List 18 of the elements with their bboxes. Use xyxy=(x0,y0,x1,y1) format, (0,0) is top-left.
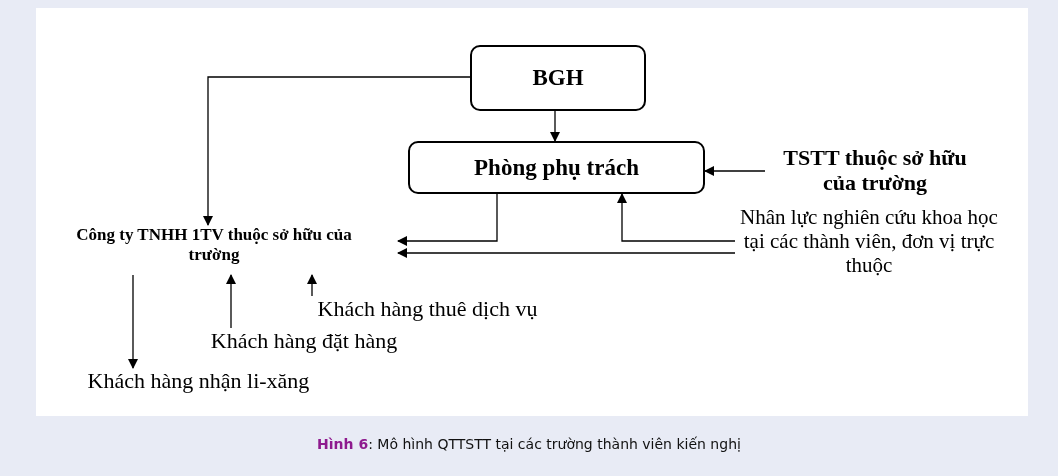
arrow xyxy=(226,274,236,329)
arrow xyxy=(203,76,471,226)
node-text: Nhân lực nghiên cứu khoa học tại các thành viên, đơn vị trực thuộc xyxy=(735,205,1003,301)
arrow xyxy=(617,193,736,242)
process-box: Phòng phụ trách xyxy=(408,141,705,194)
node-text: Khách hàng đặt hàng xyxy=(184,328,424,358)
process-box: BGH xyxy=(470,45,646,111)
figure-caption: Hình 6: Mô hình QTTSTT tại các trường thành viên kiến nghị xyxy=(316,436,742,452)
arrow xyxy=(397,193,498,246)
arrow xyxy=(397,248,736,258)
arrow xyxy=(128,274,138,369)
arrow xyxy=(307,274,317,297)
arrow xyxy=(704,166,766,176)
node-text: TSTT thuộc sở hữu của trường xyxy=(765,145,985,197)
node-text: Khách hàng thuê dịch vụ xyxy=(285,296,570,326)
arrow xyxy=(550,110,560,142)
node-text: Công ty TNHH 1TV thuộc sở hữu của trường xyxy=(30,225,398,275)
node-text: Khách hàng nhận li-xăng xyxy=(56,368,341,398)
